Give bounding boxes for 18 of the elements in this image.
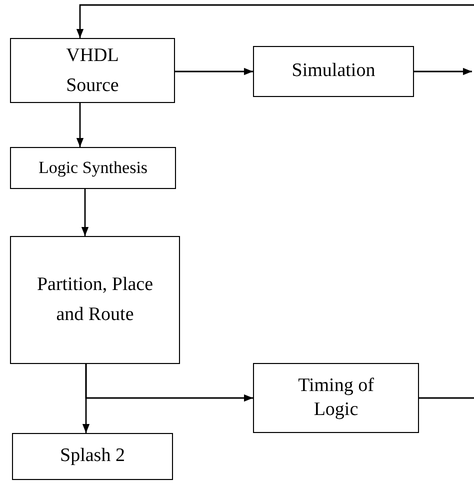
arrow (81, 189, 89, 236)
box-label: VHDL Source (65, 44, 120, 98)
arrow (414, 68, 472, 76)
process-box (10, 236, 180, 364)
process-box (253, 46, 414, 97)
arrow (85, 364, 253, 402)
arrow (76, 103, 84, 147)
arrow (76, 4, 474, 38)
process-box (253, 363, 419, 433)
arrow (175, 68, 253, 76)
process-box (10, 147, 176, 189)
process-box (10, 38, 175, 103)
box-label: Timing of Logic (297, 374, 375, 422)
box-label: Simulation (292, 59, 376, 84)
box-label: Splash 2 (60, 444, 125, 468)
box-label: Logic Synthesis (38, 157, 148, 180)
process-box (12, 433, 173, 480)
box-label: Partition, Place and Route (36, 273, 154, 327)
